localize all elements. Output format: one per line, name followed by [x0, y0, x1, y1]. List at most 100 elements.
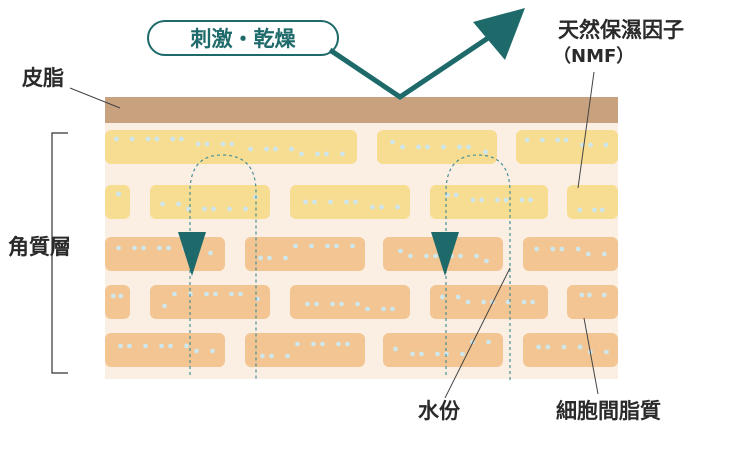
nmf-dot [481, 299, 486, 305]
nmf-dot [309, 243, 314, 249]
nmf-dot [264, 146, 269, 152]
nmf-dot [289, 146, 294, 152]
nmf-dot [453, 192, 459, 198]
nmf-dot [141, 245, 146, 251]
nmf-dot [603, 142, 609, 148]
nmf-dot [530, 299, 535, 305]
nmf-dot [168, 343, 173, 349]
corneocyte-cell [377, 130, 497, 164]
sebum-leader-line [69, 87, 121, 109]
corneocyte-cell [105, 237, 225, 271]
nmf-dot [534, 246, 539, 252]
corneocyte-cell [105, 130, 262, 164]
corneocyte-cell [567, 185, 618, 219]
corneocyte-cell [105, 333, 225, 367]
corneocyte-cell [150, 185, 270, 219]
nmf-dot [293, 243, 298, 249]
nmf-dot [160, 201, 165, 207]
nmf-dot [267, 255, 272, 261]
nmf-dot [285, 353, 290, 359]
nmf-dot [305, 301, 310, 307]
nmf-dot [458, 253, 463, 259]
nmf-dot [320, 341, 325, 347]
corneocyte-cell [245, 237, 365, 271]
nmf-dot [330, 301, 335, 307]
nmf-dot [400, 144, 405, 150]
nmf-dot [202, 206, 207, 212]
nmf-dot [204, 141, 210, 147]
nmf-dot [563, 137, 569, 143]
water-down-arrow-right [431, 232, 459, 276]
nmf-dot [503, 197, 509, 203]
nmf-dot [114, 136, 119, 142]
nmf-dot [466, 144, 471, 150]
nmf-dot [381, 306, 386, 312]
nmf-dot [118, 293, 124, 299]
nmf-dot [440, 294, 445, 300]
nmf-dot [465, 299, 471, 305]
corneocyte-cell [237, 130, 357, 164]
nmf-dot [577, 207, 583, 213]
nmf-dot [340, 151, 345, 157]
nmf-dot [398, 248, 403, 254]
stimulus-arrow-head [473, 8, 525, 60]
nmf-dot [260, 353, 265, 359]
nmf-dot [143, 343, 148, 349]
nmf-dot [166, 245, 171, 251]
nmf-dot [211, 206, 216, 212]
nmf-dot [601, 292, 607, 298]
nmf-dot [390, 139, 395, 145]
nmf-dot [184, 343, 189, 349]
nmf-dot [339, 301, 344, 307]
nmf-dot [483, 149, 488, 155]
lipids-leader-line [583, 317, 599, 395]
nmf-dot [602, 251, 607, 257]
nmf-dot [585, 251, 591, 257]
nmf-dot [457, 144, 462, 150]
nmf-dot [470, 197, 476, 203]
nmf-dot [258, 255, 263, 261]
sebum-layer [105, 97, 618, 123]
nmf-dot [238, 291, 243, 297]
nmf-dot [353, 199, 358, 205]
nmf-dot [460, 351, 465, 357]
nmf-dot [303, 199, 308, 205]
nmf-dot [295, 341, 300, 347]
nmf-dot [315, 151, 320, 157]
nmf-dot [132, 245, 137, 251]
nmf-leader-line [577, 71, 595, 189]
nmf-dot [159, 343, 164, 349]
nmf-dot [524, 137, 530, 143]
nmf-dot [419, 351, 424, 357]
nmf-dot [416, 144, 421, 150]
nmf-dot [559, 246, 565, 252]
nmf-dot [425, 144, 430, 150]
nmf-dot [577, 344, 583, 350]
stimulus-label: 刺激・乾燥 [191, 27, 297, 51]
nmf-dot [324, 151, 329, 157]
nmf-dot [390, 306, 395, 312]
nmf-dot [336, 341, 341, 347]
nmf-dot [604, 349, 609, 355]
nmf-dot [328, 199, 333, 205]
nmf-dot [170, 136, 176, 142]
nmf-dot [486, 339, 491, 345]
nmf-dot [575, 246, 581, 252]
nmf-dot [555, 137, 561, 143]
nmf-dot [204, 291, 209, 297]
nmf-dot [145, 136, 151, 142]
nmf-dot [519, 197, 525, 203]
nmf-dot [172, 291, 177, 297]
nmf-dot [195, 141, 201, 147]
nmf-dot [314, 301, 319, 307]
nmf-dot [176, 201, 181, 207]
nmf-dot [435, 351, 440, 357]
nmf-dot [269, 353, 274, 359]
corneocyte-cell [150, 285, 270, 319]
nmf-dot [592, 207, 597, 213]
nmf-dot [220, 141, 226, 147]
nmf-dot [162, 303, 167, 309]
nmf-dot [325, 243, 330, 249]
nmf-dot [599, 207, 605, 213]
